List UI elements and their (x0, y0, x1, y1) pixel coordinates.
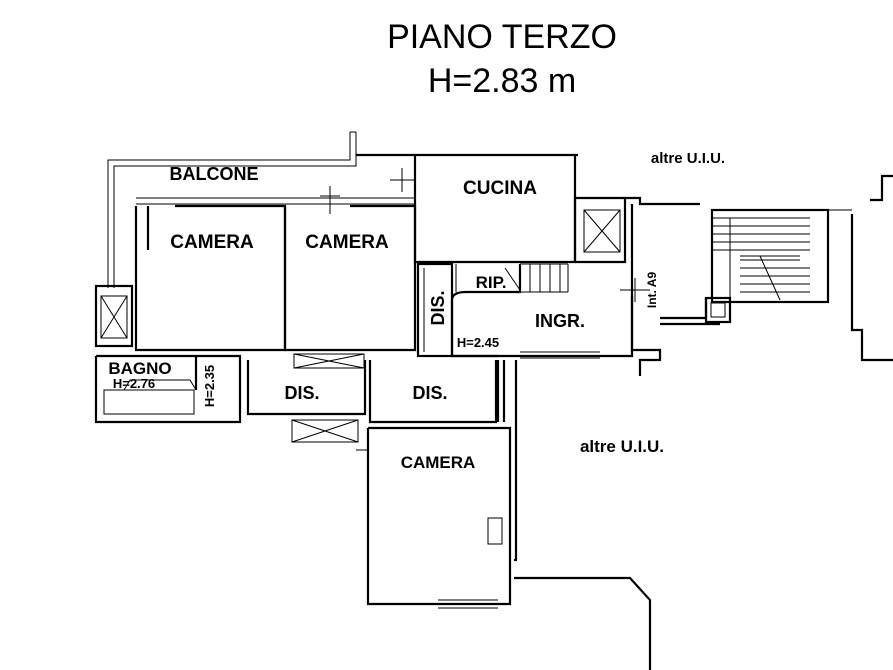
label-int-a9: Int. A9 (645, 272, 659, 309)
elevator-shaft (573, 196, 627, 264)
label-dis-1: DIS. (284, 383, 319, 403)
room-rip (450, 264, 522, 301)
main-staircase (704, 208, 830, 324)
room-dis-1 (246, 353, 367, 416)
room-camera-2 (283, 186, 417, 352)
balcony-walls (107, 131, 578, 288)
right-edge-structure (820, 174, 893, 362)
left-window-column (94, 284, 134, 348)
label-cucina: CUCINA (463, 178, 537, 199)
label-camera-3: CAMERA (401, 453, 476, 472)
room-dis-2 (368, 360, 506, 424)
plan-title: PIANO TERZO (387, 18, 617, 56)
room-camera-1 (134, 204, 287, 352)
label-ingr: INGR. (535, 311, 585, 331)
label-balcone: BALCONE (170, 164, 259, 184)
room-camera-3 (356, 426, 512, 609)
plan-height: H=2.83 m (428, 62, 576, 100)
height-ingr: H=2.45 (457, 335, 499, 350)
height-bagno: H=2.76 (113, 376, 155, 391)
label-rip: RIP. (476, 273, 507, 292)
landing-area (620, 196, 720, 376)
label-altre-uiu-top: altre U.I.U. (651, 150, 725, 167)
height-bagno-small: H=2.35 (202, 365, 217, 407)
door-block (291, 419, 359, 443)
label-altre-uiu-right: altre U.I.U. (580, 437, 664, 456)
label-dis-2: DIS. (412, 383, 447, 403)
room-bagno (94, 354, 242, 424)
room-cucina (390, 155, 577, 264)
stair-steps-small (504, 263, 569, 293)
label-dis-vertical: DIS. (428, 290, 448, 325)
label-bagno: BAGNO (108, 359, 171, 378)
lower-right-structure (514, 360, 652, 670)
label-camera-1: CAMERA (170, 232, 254, 253)
label-camera-2: CAMERA (305, 232, 389, 253)
